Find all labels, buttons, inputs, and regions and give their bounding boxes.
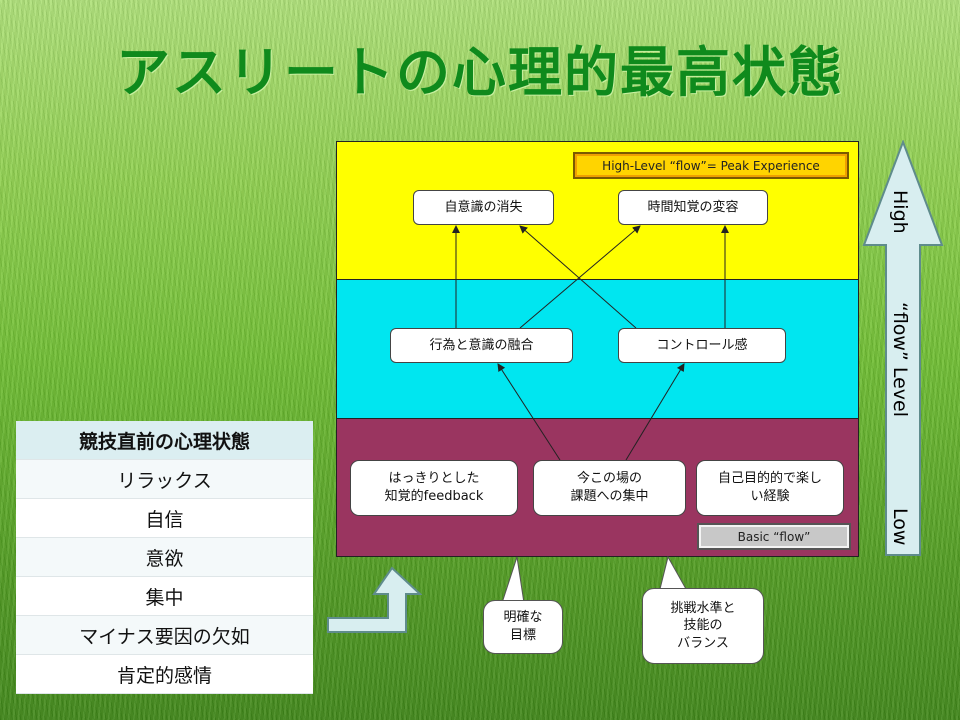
- bent-up-arrow-icon: [327, 566, 422, 633]
- arrow-focus-to-fusion: [497, 363, 561, 461]
- table-row: 肯定的感情: [16, 654, 313, 694]
- callout-balance-line3: バランス: [677, 635, 729, 651]
- flow-level-high-label: High: [889, 190, 911, 234]
- node-present-task-focus-line2: 課題への集中: [570, 489, 649, 504]
- node-autotelic-experience-line1: 自己目的的で楽し: [717, 471, 822, 487]
- table-header: 競技直前の心理状態: [16, 421, 313, 460]
- table-row: リラックス: [16, 459, 313, 499]
- node-action-awareness-merging: 行為と意識の融合: [390, 328, 573, 363]
- arrow-fusion-to-time: [519, 225, 641, 329]
- node-autotelic-experience: 自己目的的で楽しい経験: [696, 460, 844, 516]
- node-present-task-focus-line1: 今この場の: [576, 471, 642, 487]
- table-row: 集中: [16, 576, 313, 616]
- callout-clear-goals-line2: 目標: [509, 628, 536, 643]
- node-present-task-focus: 今この場の課題への集中: [533, 460, 686, 516]
- callout-clear-goals-line1: 明確な: [503, 610, 543, 626]
- callout-pointers: [501, 555, 687, 604]
- node-clear-feedback-line2: 知覚的feedback: [384, 489, 484, 504]
- flow-level-axis-label: “flow” Level: [889, 302, 911, 418]
- callout-balance-line1: 挑戦水準と: [670, 600, 736, 616]
- callout-balance-line2: 技能の: [683, 618, 723, 634]
- page-title: アスリートの心理的最高状態: [116, 41, 844, 104]
- node-clear-feedback-line1: はっきりとした: [388, 471, 480, 487]
- callout-challenge-skill-balance: 挑戦水準と技能のバランス: [642, 588, 764, 664]
- peak-experience-badge: High-Level “flow”= Peak Experience: [573, 152, 849, 179]
- node-autotelic-experience-line2: い経験: [750, 489, 790, 504]
- pre-competition-state-table: 競技直前の心理状態 リラックス 自信 意欲 集中 マイナス要因の欠如 肯定的感情: [16, 421, 313, 694]
- flow-level-low-label: Low: [889, 508, 911, 546]
- table-row: マイナス要因の欠如: [16, 615, 313, 655]
- node-clear-feedback: はっきりとした知覚的feedback: [350, 460, 518, 516]
- node-sense-of-control: コントロール感: [618, 328, 786, 363]
- basic-flow-badge: Basic “flow”: [697, 523, 851, 550]
- callout-clear-goals: 明確な目標: [483, 600, 563, 654]
- node-time-distortion: 時間知覚の変容: [618, 190, 768, 225]
- arrow-control-to-selfless: [519, 225, 637, 329]
- table-row: 意欲: [16, 537, 313, 577]
- table-row: 自信: [16, 498, 313, 538]
- flow-level-arrow: [862, 140, 944, 556]
- arrow-focus-to-control: [625, 363, 685, 461]
- node-loss-of-self-consciousness: 自意識の消失: [413, 190, 554, 225]
